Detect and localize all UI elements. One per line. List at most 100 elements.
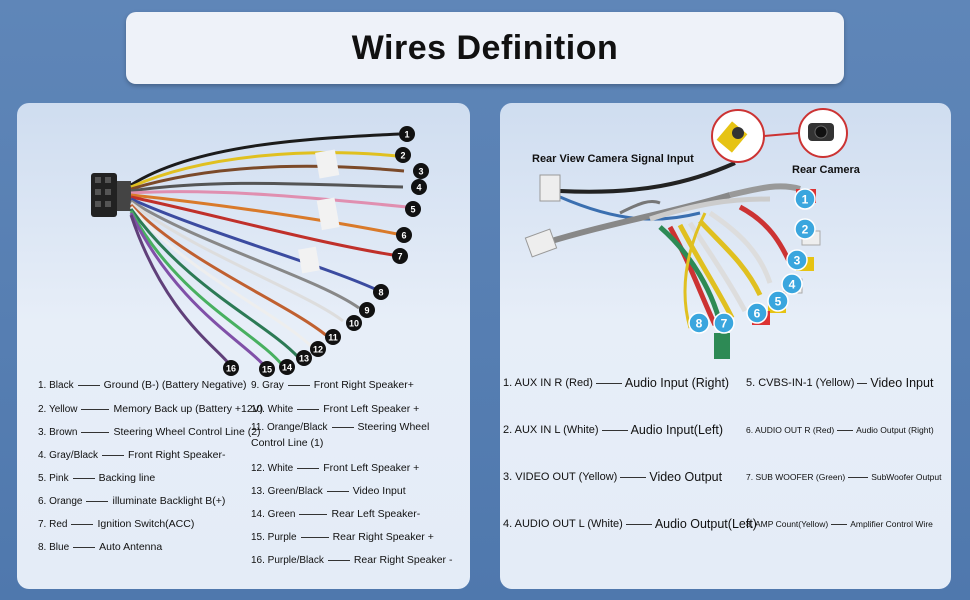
wire-7-color: 7. Red	[38, 518, 68, 530]
wire-badge-12: 12	[310, 341, 326, 357]
svg-text:5: 5	[775, 295, 782, 309]
wire-12-color: 12. White	[251, 462, 294, 474]
wire-4-color: 4. Gray/Black	[38, 449, 99, 461]
svg-text:9: 9	[364, 306, 369, 316]
svg-text:1: 1	[802, 193, 809, 207]
rca-7-row: 7. SUB WOOFER (Green)SubWoofer Output	[746, 472, 941, 482]
wire-5-desc: Backing line	[98, 472, 156, 484]
wire-16-color: 16. Purple/Black	[251, 554, 324, 566]
svg-text:10: 10	[349, 319, 359, 329]
rca-4-desc: Audio Output(Left)	[654, 517, 757, 531]
rca-1-desc: Audio Input (Right)	[624, 376, 730, 390]
wire-14-desc: Rear Left Speaker-	[331, 508, 421, 520]
dash	[71, 523, 94, 525]
wire-9-desc: Front Right Speaker+	[313, 379, 414, 391]
wire-badge-11: 11	[325, 329, 341, 345]
wire-badge-8: 8	[373, 284, 389, 300]
wire-15-desc: Rear Right Speaker +	[332, 531, 434, 543]
wire-1-color: 1. Black	[38, 379, 74, 391]
wire-badge-16: 16	[223, 360, 239, 376]
wire-badge-1: 1	[399, 126, 415, 142]
wire-6-desc: illuminate Backlight B(+)	[112, 495, 226, 507]
rca-8-row: 8. AMP Count(Yellow)Amplifier Control Wi…	[746, 519, 933, 529]
rca-6-row: 6. AUDIO OUT R (Red)Audio Output (Right)	[746, 425, 934, 435]
dash	[72, 477, 95, 479]
rca-5-code: 5. CVBS-IN-1 (Yellow)	[746, 377, 855, 389]
wire-2-desc: Memory Back up (Battery +12V)	[113, 403, 264, 415]
dash	[299, 513, 328, 515]
wire-badge-3: 3	[413, 163, 429, 179]
dash	[86, 500, 109, 502]
svg-text:2: 2	[802, 223, 809, 237]
svg-text:14: 14	[282, 363, 292, 373]
wire-3-color: 3. Brown	[38, 426, 78, 438]
dash	[625, 523, 652, 525]
dash	[102, 454, 125, 456]
rca-3-desc: Video Output	[649, 470, 723, 484]
wire-badge-6: 6	[396, 227, 412, 243]
svg-text:5: 5	[410, 205, 415, 215]
wire-badge-4: 4	[411, 179, 427, 195]
rear-camera-label: Rear Camera	[792, 164, 860, 176]
camera-signal-zoom	[711, 109, 765, 163]
rca-badge-8: 8	[688, 312, 710, 334]
rca-2-code: 2. AUX IN L (White)	[503, 424, 599, 436]
wire-3-desc: Steering Wheel Control Line (2)	[113, 426, 261, 438]
rca-1-code: 1. AUX IN R (Red)	[503, 377, 593, 389]
rca-2-desc: Audio Input(Left)	[630, 423, 723, 437]
svg-text:15: 15	[262, 365, 272, 375]
dash	[297, 467, 320, 469]
svg-text:2: 2	[400, 151, 405, 161]
wire-10-row: 10. White Front Left Speaker +	[251, 403, 419, 415]
wire-5-row: 5. Pink Backing line	[38, 472, 155, 484]
rca-badge-5: 5	[767, 290, 789, 312]
svg-text:4: 4	[416, 183, 421, 193]
rca-4-row: 4. AUDIO OUT L (White)Audio Output(Left)	[503, 517, 757, 531]
wire-8-desc: Auto Antenna	[99, 541, 163, 553]
wire-11-desc-line2: Control Line (1)	[251, 437, 324, 449]
wire-badge-10: 10	[346, 315, 362, 331]
svg-text:8: 8	[696, 317, 703, 331]
wire-4-desc: Front Right Speaker-	[128, 449, 226, 461]
rca-1-row: 1. AUX IN R (Red) Audio Input (Right)	[503, 376, 729, 390]
dash	[837, 429, 854, 431]
wire-13-color: 13. Green/Black	[251, 485, 323, 497]
rca-badge-6: 6	[746, 302, 768, 324]
dash	[595, 382, 622, 384]
svg-text:12: 12	[313, 345, 323, 355]
svg-text:8: 8	[378, 288, 383, 298]
wire-badge-13: 13	[296, 350, 312, 366]
wire-5-color: 5. Pink	[38, 472, 69, 484]
dash	[327, 559, 350, 561]
dash	[331, 426, 354, 428]
wire-10-desc: Front Left Speaker +	[323, 403, 420, 415]
svg-text:7: 7	[397, 252, 402, 262]
dash	[73, 546, 96, 548]
wire-badge-7: 7	[392, 248, 408, 264]
dash	[620, 476, 647, 478]
wire-11-desc: Steering Wheel	[357, 421, 430, 433]
wire-badge-14: 14	[279, 359, 295, 375]
wire-13-desc: Video Input	[352, 485, 406, 497]
wire-4-row: 4. Gray/Black Front Right Speaker-	[38, 449, 226, 461]
wire-15-color: 15. Purple	[251, 531, 297, 543]
wire-10-color: 10. White	[251, 403, 294, 415]
rca-3-row: 3. VIDEO OUT (Yellow)Video Output	[503, 470, 722, 484]
svg-text:3: 3	[418, 167, 423, 177]
svg-text:11: 11	[328, 333, 338, 343]
rca-8-code: 8. AMP Count(Yellow)	[746, 519, 829, 529]
dash	[81, 408, 110, 410]
page-title: Wires Definition	[351, 28, 619, 67]
rca-7-desc: SubWoofer Output	[871, 472, 942, 482]
svg-text:3: 3	[794, 254, 801, 268]
rca-5-row: 5. CVBS-IN-1 (Yellow)Video Input	[746, 376, 933, 390]
